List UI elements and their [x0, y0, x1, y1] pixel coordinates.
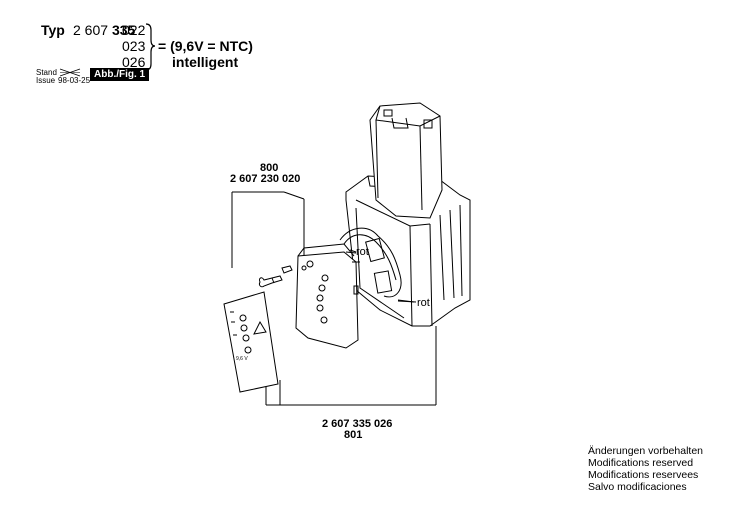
part-code-bottom: 2 607 335 026: [322, 418, 393, 430]
spec-line-1: = (9,6V = NTC): [158, 38, 253, 54]
note-line: Modifications reserved: [588, 457, 694, 469]
wire-harness: [339, 227, 415, 303]
screw: [259, 265, 293, 288]
battery-cell-block: [369, 102, 443, 219]
wire-label-rot-1: rot: [356, 246, 369, 258]
part-code-top: 2 607 230 020: [230, 173, 301, 185]
part-number-801: 801: [344, 429, 363, 441]
note-line: Änderungen vorbehalten: [588, 445, 704, 457]
figure-label: Abb./Fig. 1: [90, 68, 150, 81]
part-number-800: 800: [260, 162, 279, 174]
stand-crossed-out: [58, 68, 84, 79]
type-number: 2 607 335: [73, 22, 135, 38]
wire-label-rot-2: rot: [417, 297, 430, 309]
type-bold-number: 335: [111, 22, 136, 38]
spec-line-2: intelligent: [172, 54, 239, 70]
label-plate: 9,6 V: [223, 291, 279, 393]
circuit-board-cover: [295, 243, 360, 349]
note-line: Modifications reservees: [588, 469, 699, 481]
type-label: Typ: [41, 22, 65, 38]
footer-notes: Änderungen vorbehalten Modifications res…: [588, 445, 703, 493]
svg-text:9,6 V: 9,6 V: [236, 356, 248, 362]
note-line: Salvo modificaciones: [588, 481, 687, 493]
type-prefix: 2 607: [73, 22, 109, 38]
issue-label: Issue: [36, 76, 56, 85]
type-suffix-1: 022: [122, 22, 146, 38]
type-suffix-2: 023: [122, 38, 146, 54]
type-suffix-3: 026: [122, 54, 146, 70]
issue-date: 98-03-25: [58, 76, 91, 85]
stand-label: Stand: [36, 68, 57, 77]
